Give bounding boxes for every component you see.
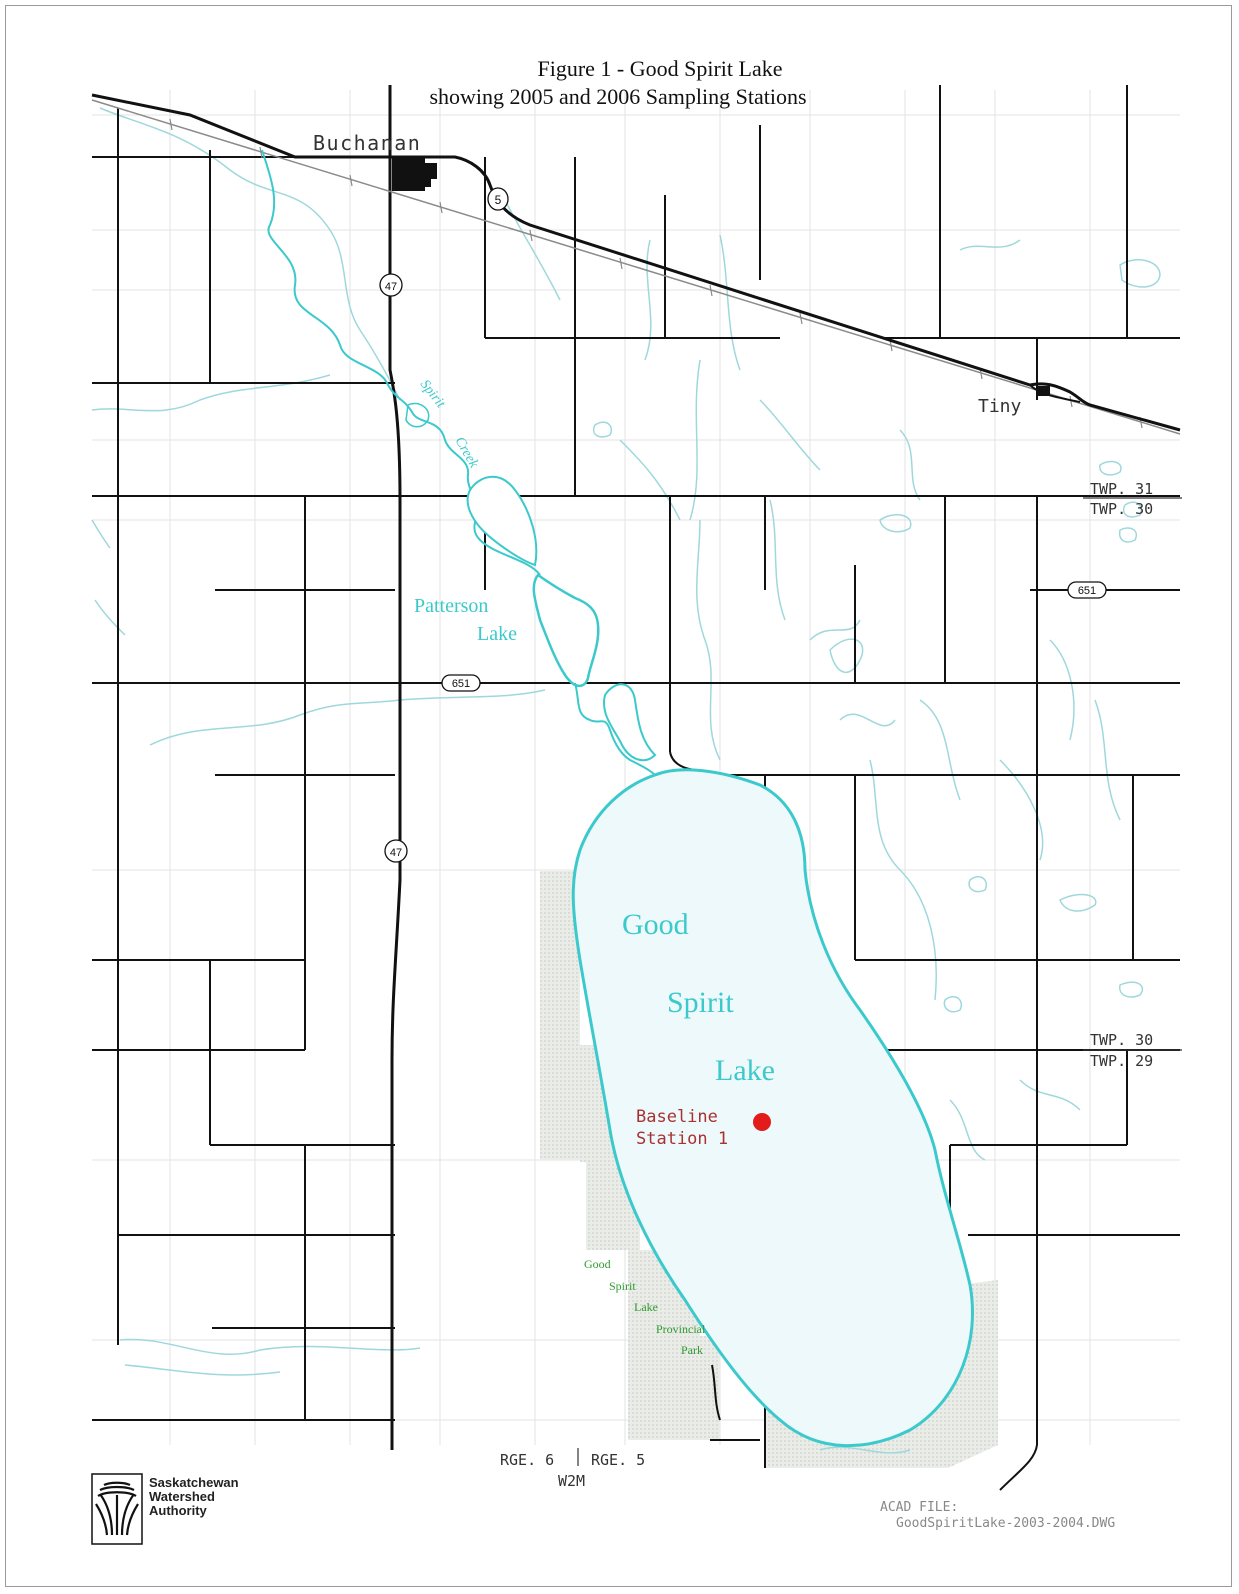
ponds [593,259,1161,1013]
park-label-5: Park [681,1343,703,1357]
highway-47 [388,85,402,1450]
creek-label-spirit: Spirit [417,377,449,412]
highway-5-shield: 5 [487,187,509,211]
station-label-line2: Station 1 [636,1129,728,1149]
highway-5 [91,93,1181,432]
buchanan-townsite [392,157,437,191]
park-label-3: Lake [634,1300,658,1314]
gsl-label-lake: Lake [715,1054,775,1087]
map-frame [5,5,1232,1587]
w2m-label: W2M [558,1472,585,1490]
good-spirit-lake [571,768,974,1448]
park-label-1: Good [584,1257,611,1271]
map-title-line1: Figure 1 - Good Spirit Lake [537,56,782,81]
gsl-label-spirit: Spirit [667,986,734,1019]
highway-651-shield-east: 651 [1067,581,1107,599]
place-buchanan: Buchanan [313,131,421,155]
range-5-label: RGE. 5 [591,1451,645,1469]
connecting-channel [574,682,656,776]
range-6-label: RGE. 6 [500,1451,554,1469]
swa-logo-text: Saskatchewan Watershed Authority [149,1476,239,1518]
channel-wetland [603,683,657,762]
map-title-line2: showing 2005 and 2006 Sampling Stations [429,84,806,109]
township-29-label: TWP. 29 [1090,1052,1153,1070]
creek-slough [466,475,538,567]
township-30-label-a: TWP. 30 [1090,500,1153,518]
highway-47-label-north: 47 [385,281,397,293]
patterson-lake-label-1: Patterson [414,595,488,617]
swa-logo-line3: Authority [149,1503,207,1518]
wheat-sheaf-icon [91,1473,143,1545]
road-grid [92,85,1180,1491]
acad-file-name: GoodSpiritLake-2003-2004.DWG [896,1516,1116,1531]
creek-oxbow [405,402,430,428]
tiny-townsite [1038,386,1050,396]
tiny-loop [1029,384,1081,403]
drainage-lines [91,107,1121,1454]
park-label-4: Provincial [656,1322,706,1336]
township-30-label-b: TWP. 30 [1090,1031,1153,1049]
park-label-2: Spirit [609,1279,636,1293]
highway-651-shield-west: 651 [441,674,481,692]
highway-651-label-east: 651 [1078,585,1096,597]
place-tiny: Tiny [978,396,1022,417]
acad-file-label: ACAD FILE: [880,1500,959,1515]
gsl-label-good: Good [622,908,689,941]
highway-47-shield-north: 47 [379,273,403,297]
highway-5-label: 5 [495,193,502,207]
swa-logo-line1: Saskatchewan [149,1475,239,1490]
patterson-lake [532,573,600,688]
highway-47-label-south: 47 [390,847,402,859]
highway-47-shield-south: 47 [384,839,408,863]
swa-logo-line2: Watershed [149,1489,215,1504]
township-31-label: TWP. 31 [1090,480,1153,498]
highway-651-label-west: 651 [452,678,470,690]
acad-file-note: ACAD FILE: GoodSpiritLake-2003-2004.DWG [880,1500,1115,1532]
baseline-station-1-marker [753,1113,771,1131]
patterson-lake-label-2: Lake [477,623,517,645]
station-label-line1: Baseline [636,1107,718,1127]
